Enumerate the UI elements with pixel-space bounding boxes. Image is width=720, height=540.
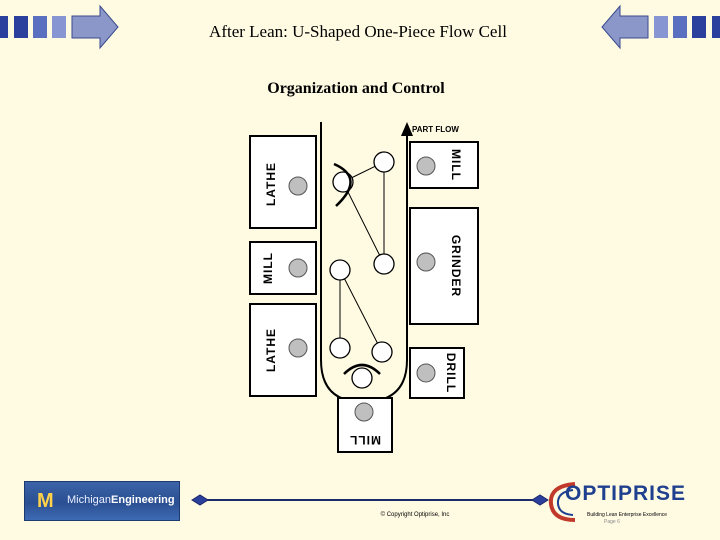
slide-subtitle: Organization and Control [267,80,445,97]
machine-label: MILL [261,252,275,284]
diamond-left-icon [191,494,209,506]
machine-mill-left: MILL [249,241,317,295]
optiprise-wordmark: OPTIPRISE [565,482,687,505]
machine-control-icon [416,363,436,383]
operator-icon [332,171,354,193]
footer-divider [191,494,549,506]
operator-arc [333,162,352,207]
operators [329,151,395,389]
machine-lathe-top: LATHE [249,135,317,229]
nav-back-decoration [0,4,119,50]
machine-label: DRILL [444,353,458,393]
nav-squares-icon [654,16,720,38]
operator-arc [343,363,381,375]
page-number: Page 6 [604,519,620,525]
machine-label: MILL [449,149,463,181]
optiprise-tagline: Building Lean Enterprise Excellence [587,512,668,518]
machine-label: LATHE [264,328,278,372]
optiprise-swoosh-icon [548,482,576,522]
arrow-right-icon [71,4,119,50]
u-cell-diagram: PART FLOW LATHE MILL LATHE MILL MILL GRI… [249,122,479,453]
copyright-text: © Copyright Optiprise, Inc [380,512,450,518]
block-m-icon: M [37,490,54,512]
optiprise-logo: OPTIPRISE Building Lean Enterprise Excel… [545,478,695,526]
operator-icon [329,259,351,281]
machine-grinder: GRINDER [409,207,479,325]
operator-icon [373,151,395,173]
machine-control-icon [354,402,374,422]
operator-icon [373,253,395,275]
arrow-left-icon [601,4,649,50]
operator-icon [329,337,351,359]
nav-squares-icon [0,16,66,38]
machine-drill: DRILL [409,347,465,399]
machine-control-icon [288,176,308,196]
part-flow-arrow-icon [401,122,413,136]
michigan-engineering-wordmark: MichiganEngineering [67,494,175,506]
machine-control-icon [416,156,436,176]
nav-forward-decoration [601,4,720,50]
diamond-right-icon [531,494,549,506]
michigan-engineering-logo: M MichiganEngineering [24,481,180,521]
machine-label: MILL [349,433,381,447]
machine-lathe-bottom: LATHE [249,303,317,397]
machine-label: GRINDER [449,235,463,297]
machine-mill-top-right: MILL [409,141,479,189]
machine-mill-bottom: MILL [337,397,393,453]
machine-control-icon [288,258,308,278]
operator-icon [371,341,393,363]
machine-control-icon [288,338,308,358]
machine-label: LATHE [264,162,278,206]
slide-title: After Lean: U-Shaped One-Piece Flow Cell [209,22,507,41]
machine-control-icon [416,252,436,272]
operator-icon [351,367,373,389]
part-flow-label: PART FLOW [412,125,459,134]
